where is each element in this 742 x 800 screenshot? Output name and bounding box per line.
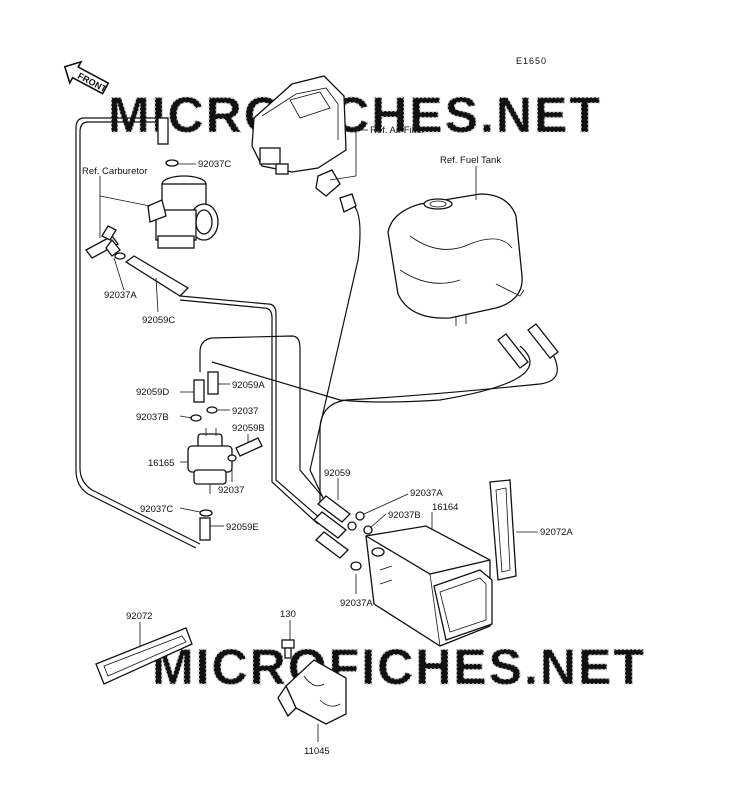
bracket-11045-part: [277, 659, 347, 725]
label-92072a: 92072A: [540, 527, 573, 538]
carburetor-assembly: [147, 175, 219, 249]
hose-92059c-part: [124, 255, 190, 297]
label-92037a-left: 92037A: [104, 290, 137, 301]
tee-fitting: [85, 225, 121, 259]
front-arrow-badge: FRONT: [63, 60, 110, 95]
hose-92059b-part: [235, 437, 263, 457]
label-92059a: 92059A: [232, 380, 265, 391]
hose-routing: [75, 117, 558, 549]
label-92059c: 92059C: [142, 315, 175, 326]
air-filter-housing: [251, 75, 357, 213]
label-92037a-bottom: 92037A: [340, 598, 373, 609]
label-92037c-top: 92037C: [198, 159, 231, 170]
clamp-92037-upper-part: [206, 406, 218, 414]
label-130: 130: [280, 609, 296, 620]
watermark-top: MICROFICHES.NET: [108, 87, 602, 143]
label-92072: 92072: [126, 611, 152, 622]
label-92037-upper: 92037: [232, 406, 258, 417]
watermark-bottom: MICROFICHES.NET: [152, 639, 646, 695]
label-16165: 16165: [148, 458, 174, 469]
clamp-92037a-bottom-part: [350, 561, 362, 571]
fuel-tank: [387, 193, 559, 369]
label-92059d: 92059D: [136, 387, 169, 398]
hose-92059-part: [313, 495, 351, 559]
hose-stub-top: [157, 117, 179, 167]
leader-lines: [99, 129, 538, 742]
label-16164: 16164: [432, 502, 458, 513]
label-92037b-left: 92037B: [136, 412, 169, 423]
label-92037b-right: 92037B: [388, 510, 421, 521]
label-92037-lower: 92037: [218, 485, 244, 496]
hose-92059a-part: [207, 371, 219, 395]
label-92037a-right: 92037A: [410, 488, 443, 499]
ref-fuel-tank-label: Ref. Fuel Tank: [440, 155, 501, 166]
label-92059: 92059: [324, 468, 350, 479]
valve-16165-part: [187, 428, 233, 494]
ref-carburetor-label: Ref. Carburetor: [82, 166, 147, 177]
ref-air-filter-label: Ref. Air Filter: [370, 125, 425, 136]
clamp-92037a-right-part: [347, 511, 365, 531]
hose-92059e-part: [199, 517, 211, 541]
band-92072a-part: [489, 479, 517, 581]
band-92072-part: [95, 627, 193, 685]
label-92037c-bottom: 92037C: [140, 504, 173, 515]
bolt-130-part: [281, 639, 295, 659]
clamp-92037a-left-part: [114, 252, 126, 260]
diagram-code: E1650: [516, 56, 547, 66]
part-labels: Ref. Air Filter Ref. Carburetor Ref. Fue…: [82, 125, 573, 757]
hose-92059d-part: [193, 379, 205, 403]
clamp-92037c-bottom-part: [199, 509, 213, 517]
canister-16164-part: [365, 525, 493, 647]
clamp-92037b-left-part: [190, 414, 202, 422]
label-92059e: 92059E: [226, 522, 259, 533]
label-92059b: 92059B: [232, 423, 265, 434]
clamp-92037-lower-part: [227, 454, 237, 462]
label-11045: 11045: [304, 746, 330, 757]
